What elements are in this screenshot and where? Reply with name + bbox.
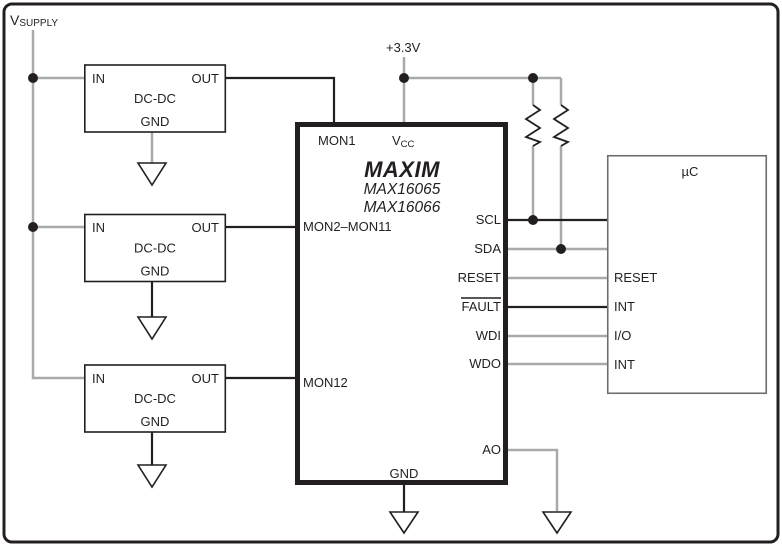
junction-dot	[528, 215, 538, 225]
ground-icon	[541, 511, 573, 535]
vsupply-sub: SUPPLY	[19, 18, 58, 29]
ic-box	[295, 122, 508, 485]
dcdc-block-2: IN OUT DC-DC GND	[84, 213, 227, 283]
mcu-pin-io: I/O	[614, 328, 631, 343]
ic-pin-ao: AO	[482, 442, 501, 457]
ic-pin-mon1: MON1	[318, 133, 356, 148]
black-wires	[150, 76, 607, 512]
ic-pin-reset: RESET	[458, 270, 501, 285]
junction-dot	[28, 73, 38, 83]
junction-dot	[556, 244, 566, 254]
mcu-box	[606, 154, 768, 395]
mcu-label: µC	[682, 164, 699, 179]
ic-part-number-2: MAX16066	[364, 199, 441, 216]
dcdc3-box	[84, 364, 227, 433]
dcdc2-name-label: DC-DC	[134, 241, 176, 256]
dcdc2-box	[84, 213, 227, 283]
ground-icon	[136, 316, 168, 341]
ic-pin-mon2-mon11: MON2–MON11	[303, 219, 392, 234]
wire-vsupply-rail	[31, 30, 84, 380]
mcu-pin-int-1: INT	[614, 299, 635, 314]
ic-pin-wdi: WDI	[476, 328, 501, 343]
ic-pin-fault: FAULT	[462, 299, 502, 314]
ground-icon	[136, 464, 168, 489]
wire-dcdc1-out-mon1	[226, 76, 336, 122]
dcdc3-name-label: DC-DC	[134, 391, 176, 406]
dcdc2-out-label: OUT	[192, 220, 220, 235]
junction-dot	[528, 73, 538, 83]
vsupply-label: VSUPPLY	[10, 12, 58, 29]
dcdc1-in-label: IN	[92, 71, 105, 86]
ic-max16065-block: MON1 VCC MAXIM MAX16065 MAX16066 MON2–MO…	[295, 122, 508, 485]
dcdc3-gnd-label: GND	[141, 414, 170, 429]
resistor-scl-pullup-icon	[523, 104, 543, 147]
resistor-sda-pullup-icon	[551, 104, 571, 147]
ic-pin-vcc-sub: CC	[401, 139, 415, 150]
ground-symbols	[136, 162, 573, 535]
mcu-block: µC RESET INT I/O INT	[606, 154, 768, 395]
rail-3v3-label: +3.3V	[386, 40, 421, 55]
wire-ao-gnd	[508, 448, 559, 511]
junction-dot	[28, 222, 38, 232]
ic-pin-sda: SDA	[474, 241, 501, 256]
ic-part-number-1: MAX16065	[364, 181, 441, 198]
dcdc3-out-label: OUT	[192, 371, 220, 386]
ground-icon	[388, 511, 420, 535]
mcu-pin-reset: RESET	[614, 270, 657, 285]
dcdc1-name-label: DC-DC	[134, 91, 176, 106]
maxim-logo: MAXIM	[364, 157, 440, 182]
ground-icon	[136, 162, 168, 187]
junction-dots	[28, 73, 566, 254]
ic-pin-vcc: VCC	[392, 133, 415, 150]
dcdc-block-3: IN OUT DC-DC GND	[84, 364, 227, 433]
vsupply-v: V	[10, 12, 20, 28]
dcdc3-in-label: IN	[92, 371, 105, 386]
ic-pin-wdo: WDO	[469, 356, 501, 371]
ic-pin-mon12: MON12	[303, 375, 348, 390]
dcdc2-gnd-label: GND	[141, 264, 170, 279]
ic-pin-vcc-v: V	[392, 133, 401, 148]
ic-pin-gnd: GND	[390, 466, 419, 481]
mcu-pin-int-2: INT	[614, 357, 635, 372]
junction-dot	[399, 73, 409, 83]
dcdc-block-1: IN OUT DC-DC GND	[84, 64, 227, 133]
pullup-resistors	[523, 104, 571, 147]
dcdc2-in-label: IN	[92, 220, 105, 235]
dcdc1-out-label: OUT	[192, 71, 220, 86]
dcdc1-gnd-label: GND	[141, 114, 170, 129]
dcdc1-box	[84, 64, 227, 133]
ic-pin-scl: SCL	[476, 212, 501, 227]
